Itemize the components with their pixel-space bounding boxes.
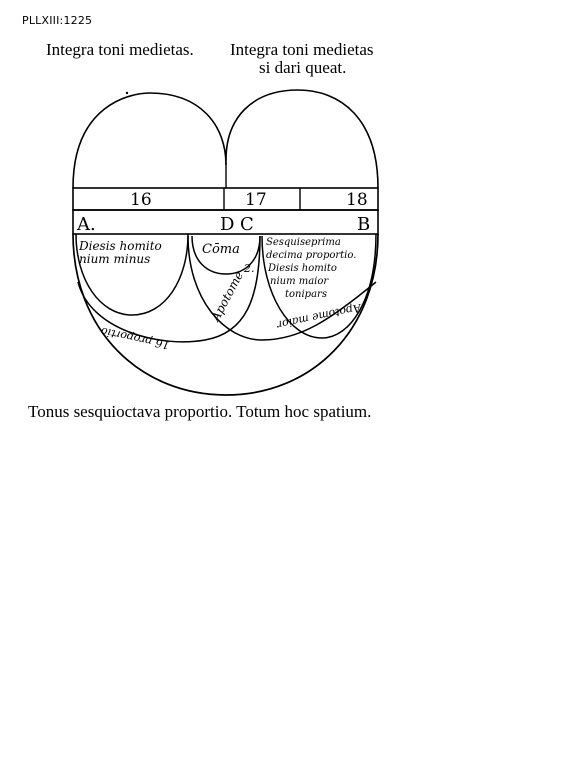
letter-band: [72, 209, 379, 235]
label-left-line1: Diesis homito: [78, 239, 162, 253]
scale-number-16: 16: [130, 190, 152, 210]
label-right-line3: Diesis homito: [267, 263, 337, 274]
letter-c: C: [240, 214, 254, 235]
caption-top-left: Integra toni medietas.: [46, 40, 194, 59]
ink-dot: [125, 91, 129, 95]
scale-number-17: 17: [245, 190, 267, 210]
letter-d: D: [220, 214, 234, 235]
label-right-line4: nium maior: [270, 276, 329, 287]
caption-bottom: Tonus sesquioctava proportio. Totum hoc …: [28, 402, 372, 421]
label-right-line2: decima proportio.: [266, 250, 356, 261]
reference-label: PLLXIII:1225: [22, 14, 93, 27]
label-left-line2: nium minus: [79, 252, 150, 266]
label-small-number: 2.: [243, 262, 255, 275]
caption-top-right-line2: si dari queat.: [259, 58, 347, 77]
label-right-line1: Sesquiseprima: [266, 237, 341, 248]
scale-number-18: 18: [346, 190, 368, 210]
lower-arc-left-segment: [75, 233, 189, 316]
lower-arc-right-segment: [261, 233, 377, 339]
letter-b: B: [357, 214, 370, 235]
label-right-line5: tonipars: [285, 289, 327, 300]
caption-top-right-line1: Integra toni medietas: [230, 40, 374, 59]
label-arc-right: Apotome maior: [275, 301, 363, 332]
lower-arc-left-large: [77, 235, 261, 343]
number-band: [72, 187, 379, 211]
label-apotome: Apotome: [208, 269, 246, 324]
label-arc-left: 16 proportio: [99, 324, 170, 351]
upper-arc-right: [225, 89, 379, 189]
outer-arc-whole: [72, 233, 379, 396]
label-comma: Cōma: [202, 242, 240, 257]
lower-arc-comma: [191, 235, 261, 275]
letter-a: A.: [76, 214, 96, 235]
upper-arc-left: [72, 92, 227, 189]
lower-arc-apotome: [187, 235, 377, 341]
